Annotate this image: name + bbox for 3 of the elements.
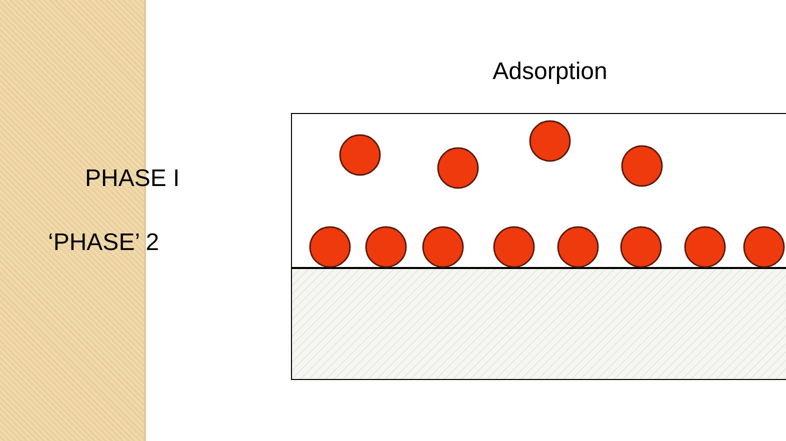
diagram-title: Adsorption (492, 60, 608, 84)
phase-label: PHASE I (85, 167, 180, 191)
phase-label: ‘PHASE’ 2 (48, 231, 160, 255)
